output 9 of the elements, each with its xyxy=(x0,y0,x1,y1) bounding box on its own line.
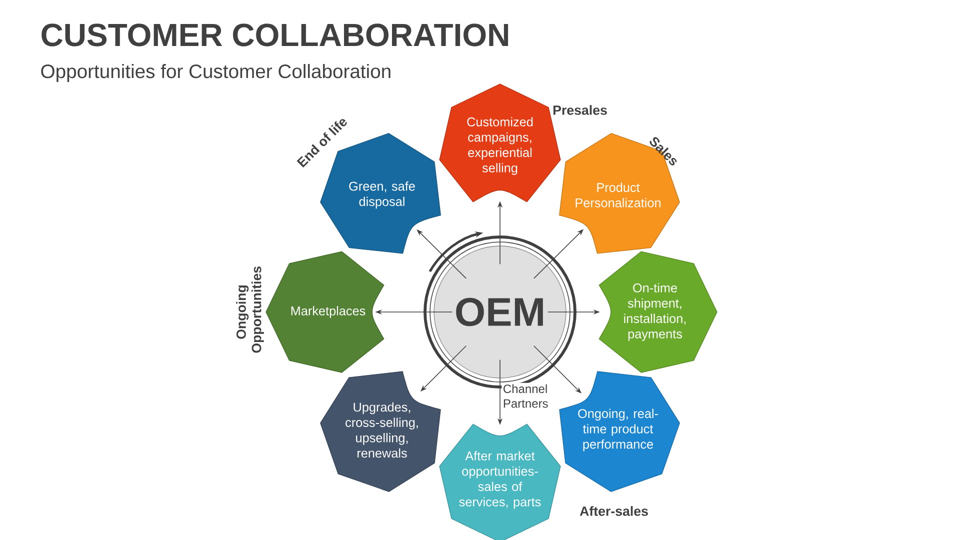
heptagon-box: On-time shipment, installation, payments xyxy=(598,251,718,373)
heptagon-box: Marketplaces xyxy=(266,251,384,373)
title: CUSTOMER COLLABORATION xyxy=(42,24,508,46)
heptagon-box: Upgrades, cross-selling, upselling, renewals xyxy=(320,371,441,492)
category-label: After-sales xyxy=(580,506,648,516)
edge-label: Channel Partners xyxy=(502,382,560,410)
heptagon-box: After market opportunities-sales of services, parts xyxy=(439,424,561,540)
subtitle: Opportunities for Customer Collaboration xyxy=(41,64,390,82)
heptagon-box: Ongoing, real-time product performance xyxy=(559,371,680,492)
